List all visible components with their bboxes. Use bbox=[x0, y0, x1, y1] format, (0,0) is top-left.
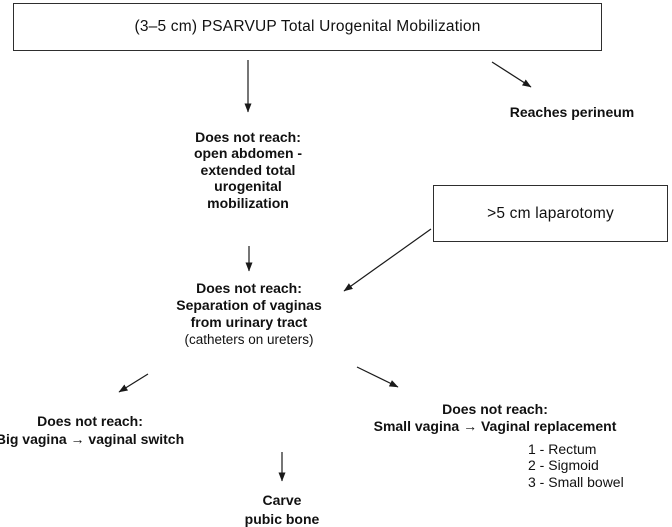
arrow-title-to-reaches-perineum bbox=[491, 61, 532, 88]
arrow-separation-to-small-vagina bbox=[356, 366, 399, 388]
separation-node: Does not reach: Separation of vaginas fr… bbox=[159, 280, 339, 348]
separation-line-2: Separation of vaginas bbox=[176, 297, 322, 313]
laparotomy-box: >5 cm laparotomy bbox=[433, 185, 668, 242]
option-small-bowel: 3 - Small bowel bbox=[528, 473, 624, 490]
big-vagina-node: Does not reach: Big vagina → vaginal swi… bbox=[0, 413, 185, 448]
open-abdomen-node: Does not reach: open abdomen - extended … bbox=[173, 129, 323, 211]
title-box: (3–5 cm) PSARVUP Total Urogenital Mobili… bbox=[13, 3, 602, 51]
carve-node: Carve pubic bone bbox=[222, 491, 342, 527]
open-abdomen-line-4: urogenital bbox=[214, 178, 282, 195]
arrow-separation-to-big-vagina bbox=[118, 373, 149, 393]
carve-line-2: pubic bone bbox=[244, 510, 320, 527]
open-abdomen-line-3: extended total bbox=[200, 161, 296, 178]
small-vagina-line-2: Small vagina → Vaginal replacement bbox=[373, 418, 617, 434]
option-sigmoid: 2 - Sigmoid bbox=[528, 457, 599, 474]
open-abdomen-line-1: Does not reach: bbox=[195, 129, 301, 145]
arrow-laparotomy-to-separation bbox=[343, 228, 432, 292]
small-vagina-node: Does not reach: Small vagina → Vaginal r… bbox=[372, 401, 618, 435]
carve-line-1: Carve bbox=[262, 492, 302, 508]
laparotomy-label: >5 cm laparotomy bbox=[487, 204, 614, 222]
separation-note: (catheters on ureters) bbox=[184, 332, 314, 347]
small-vagina-line-1: Does not reach: bbox=[442, 401, 548, 417]
option-rectum: 1 - Rectum bbox=[528, 441, 597, 457]
open-abdomen-line-2: open abdomen - bbox=[193, 145, 303, 162]
vaginal-replacement-options: 1 - Rectum 2 - Sigmoid 3 - Small bowel bbox=[528, 441, 624, 490]
open-abdomen-line-5: mobilization bbox=[207, 194, 289, 211]
separation-line-3: from urinary tract bbox=[190, 314, 308, 330]
reaches-perineum-label: Reaches perineum bbox=[509, 104, 635, 120]
title-label: (3–5 cm) PSARVUP Total Urogenital Mobili… bbox=[134, 18, 481, 35]
big-vagina-line-2: Big vagina → vaginal switch bbox=[0, 430, 185, 447]
separation-line-1: Does not reach: bbox=[196, 280, 302, 296]
big-vagina-line-1: Does not reach: bbox=[37, 413, 143, 429]
